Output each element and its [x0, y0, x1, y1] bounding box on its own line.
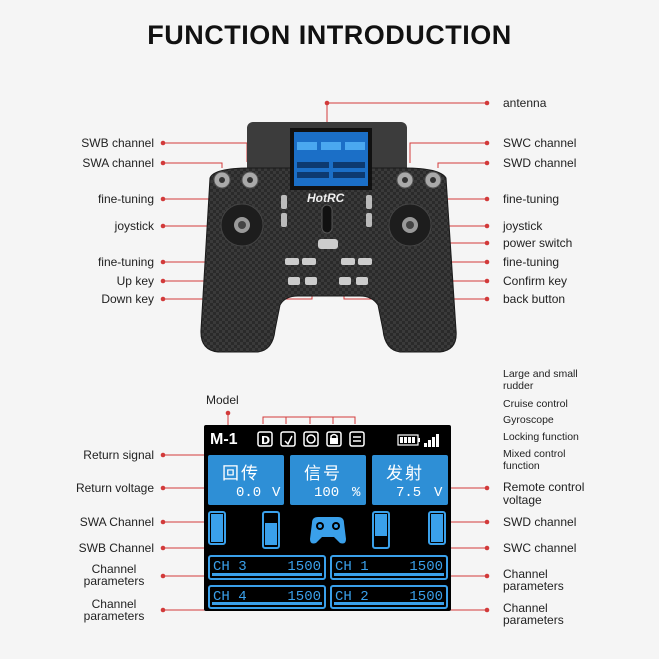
label-fine-tuning-right-2: fine-tuning — [503, 255, 560, 269]
channel-value: 1500 — [287, 589, 321, 605]
channel-name: CH 1 — [335, 559, 369, 575]
label-cruise-control: Cruise control — [503, 398, 568, 410]
label-up-key: Up key — [116, 274, 154, 288]
label-channel-params-l1: Channel parameters — [83, 562, 145, 588]
battery-signal-icon — [397, 434, 439, 447]
label-swa-channel: SWA channel — [82, 156, 154, 170]
channel-name: CH 2 — [335, 589, 369, 605]
box-title-return: 回传 — [222, 464, 260, 484]
label-remote-voltage: Remote control voltage — [503, 480, 585, 507]
toggle-switch-icon — [213, 171, 442, 189]
label-down-key: Down key — [101, 292, 154, 306]
channel-box-1: CH 3 1500 — [208, 555, 326, 580]
label-channel-params-l2: Channel parameters — [83, 597, 145, 623]
label-fine-tuning-left-2: fine-tuning — [97, 255, 154, 269]
label-channel-params-r2: Channel parameters — [503, 601, 564, 627]
remote-voltage-box: 发射 7.5 V — [372, 455, 448, 505]
label-back-button: back button — [503, 292, 566, 306]
label-channel-params-r1: Channel parameters — [503, 567, 564, 593]
label-swa-channel-screen: SWA Channel — [79, 515, 154, 529]
power-switch-icon — [318, 239, 338, 249]
channel-value: 1500 — [287, 559, 321, 575]
channel-name: CH 4 — [213, 589, 247, 605]
label-model: Model — [206, 393, 239, 407]
channel-value: 1500 — [409, 589, 443, 605]
status-icons: D — [257, 431, 365, 447]
lcd-screen: M-1 D 回传 0.0 V 信号 100 — [204, 425, 451, 611]
label-swc-channel-screen: SWC channel — [503, 541, 577, 555]
label-swb-channel-screen: SWB Channel — [78, 541, 154, 555]
cruise-icon — [280, 431, 296, 447]
channel-box-4: CH 2 1500 — [330, 585, 448, 609]
page-title: FUNCTION INTRODUCTION — [147, 20, 512, 50]
channel-name: CH 3 — [213, 559, 247, 575]
label-gyroscope: Gyroscope — [503, 414, 554, 426]
joystick-icon — [220, 203, 432, 247]
label-antenna: antenna — [503, 96, 547, 110]
gyro-icon — [303, 431, 319, 447]
remote-voltage-value: 7.5 — [396, 485, 422, 501]
svg-text:D: D — [261, 434, 270, 447]
label-swd-channel-screen: SWD channel — [503, 515, 577, 529]
lcd-model: M-1 — [210, 431, 238, 448]
label-swd-channel: SWD channel — [503, 156, 577, 170]
label-locking-function: Locking function — [503, 431, 579, 443]
label-power-switch: power switch — [503, 236, 573, 250]
label-return-signal: Return signal — [83, 448, 154, 462]
signal-unit: % — [352, 485, 361, 501]
channel-value: 1500 — [409, 559, 443, 575]
swa-indicator — [208, 511, 226, 545]
channel-box-2: CH 1 1500 — [330, 555, 448, 580]
return-voltage-value: 0.0 — [236, 485, 262, 501]
label-swb-channel: SWB channel — [81, 136, 154, 150]
remote-voltage-unit: V — [434, 485, 443, 501]
channel-box-3: CH 4 1500 — [208, 585, 326, 609]
return-voltage-unit: V — [272, 485, 281, 501]
swb-indicator — [262, 511, 280, 549]
label-fine-tuning-left-1: fine-tuning — [97, 192, 154, 206]
swc-indicator — [372, 511, 390, 549]
box-title-transmit: 发射 — [386, 464, 424, 484]
return-voltage-box: 回传 0.0 V — [208, 455, 284, 505]
lock-icon — [326, 431, 342, 447]
label-confirm-key: Confirm key — [503, 274, 568, 288]
label-swc-channel: SWC channel — [503, 136, 577, 150]
mix-icon — [349, 431, 365, 447]
swd-indicator — [428, 511, 446, 545]
gamepad-icon — [310, 517, 346, 544]
rudder-icon — [257, 431, 273, 447]
label-mixed-control: Mixed control function — [503, 448, 566, 472]
label-large-small-rudder: Large and small rudder — [503, 368, 578, 392]
label-return-voltage: Return voltage — [75, 481, 154, 495]
brand-logo: HotRC — [307, 191, 345, 205]
box-title-signal: 信号 — [304, 464, 342, 484]
label-joystick-right: joystick — [503, 219, 543, 233]
signal-box: 信号 100 % — [290, 455, 366, 505]
label-fine-tuning-right-1: fine-tuning — [503, 192, 560, 206]
signal-value: 100 — [314, 485, 340, 501]
label-joystick-left: joystick — [114, 219, 154, 233]
